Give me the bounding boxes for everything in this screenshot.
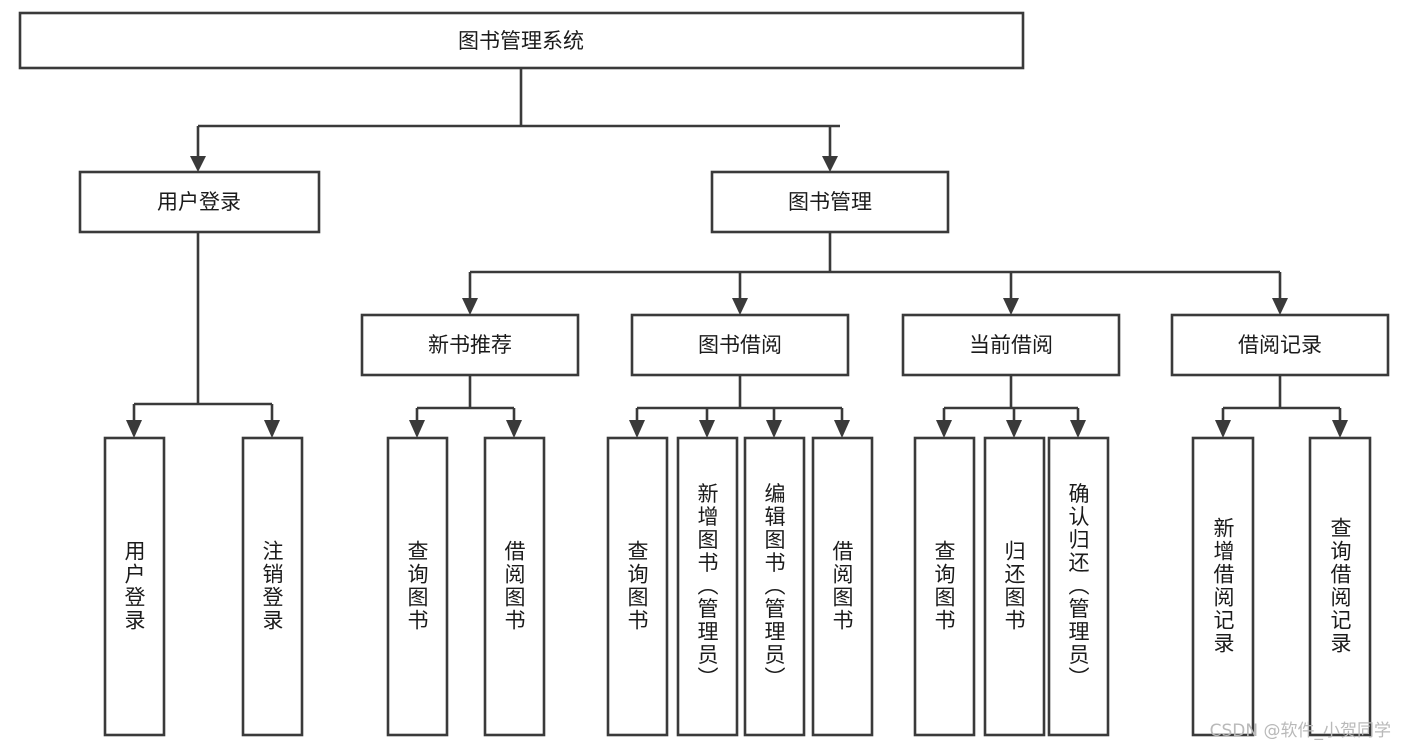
node-user-login-box[interactable] — [78, 170, 321, 234]
leaf-user-login-1-label: 注销登录 — [260, 540, 284, 632]
leaf-current-borrow-0-label: 查询图书 — [932, 540, 956, 632]
node-new-book-recommend-label: 新书推荐 — [428, 333, 512, 357]
leaf-user-login-1-box[interactable] — [241, 436, 304, 737]
leaf-borrow-record-0-box[interactable] — [1191, 436, 1255, 737]
leaf-user-login-1[interactable]: 注销登录 — [241, 436, 304, 737]
arrow-bookmgmt-c1 — [732, 298, 748, 315]
leaf-book-borrow-2-label: 编辑图书（管理员） — [762, 483, 786, 690]
arrow-userlogin-leaf0 — [126, 420, 142, 438]
node-book-management-box[interactable] — [710, 170, 950, 234]
node-book-management[interactable]: 图书管理 — [710, 170, 950, 234]
leaf-user-login-0-label: 用户登录 — [122, 540, 146, 632]
arrow-borrow-leaf2 — [766, 420, 782, 438]
arrow-current-leaf2 — [1070, 420, 1086, 438]
node-borrow-record-box[interactable] — [1170, 313, 1390, 377]
arrow-current-leaf1 — [1006, 420, 1022, 438]
leaf-book-borrow-0-label: 查询图书 — [625, 540, 649, 632]
leaf-user-login-0-box[interactable] — [103, 436, 166, 737]
arrow-to-userlogin — [190, 156, 206, 172]
leaf-book-borrow-2-box[interactable] — [743, 436, 806, 737]
leaf-book-borrow-0-box[interactable] — [606, 436, 669, 737]
leaf-book-borrow-3[interactable]: 借阅图书 — [811, 436, 874, 737]
leaf-book-borrow-2[interactable]: 编辑图书（管理员） — [743, 436, 806, 737]
leaf-new-book-0-label: 查询图书 — [405, 540, 429, 632]
leaf-book-borrow-3-box[interactable] — [811, 436, 874, 737]
leaf-borrow-record-1[interactable]: 查询借阅记录 — [1308, 436, 1372, 737]
arrow-borrow-leaf3 — [834, 420, 850, 438]
leaf-book-borrow-1-label: 新增图书（管理员） — [695, 483, 719, 690]
leaf-book-borrow-0[interactable]: 查询图书 — [606, 436, 669, 737]
arrow-current-leaf0 — [936, 420, 952, 438]
node-current-borrow-box[interactable] — [901, 313, 1121, 377]
leaf-new-book-0[interactable]: 查询图书 — [386, 436, 449, 737]
arrow-newbook-leaf1 — [506, 420, 522, 438]
leaf-book-borrow-3-label: 借阅图书 — [830, 540, 854, 632]
leaf-current-borrow-1-box[interactable] — [983, 436, 1046, 737]
node-user-login-label: 用户登录 — [157, 190, 241, 214]
node-book-management-label: 图书管理 — [788, 190, 872, 214]
node-root[interactable]: 图书管理系统 — [18, 11, 1025, 70]
leaf-book-borrow-1[interactable]: 新增图书（管理员） — [676, 436, 739, 737]
leaf-book-borrow-1-box[interactable] — [676, 436, 739, 737]
leaf-current-borrow-2-box[interactable] — [1047, 436, 1110, 737]
node-root-box[interactable] — [18, 11, 1025, 70]
leaf-borrow-record-1-box[interactable] — [1308, 436, 1372, 737]
arrow-newbook-leaf0 — [409, 420, 425, 438]
node-current-borrow[interactable]: 当前借阅 — [901, 313, 1121, 377]
connector-layer — [126, 68, 1348, 438]
leaf-user-login-0[interactable]: 用户登录 — [103, 436, 166, 737]
leaf-borrow-record-1-label: 查询借阅记录 — [1328, 517, 1352, 655]
arrow-bookmgmt-c2 — [1003, 298, 1019, 315]
node-user-login[interactable]: 用户登录 — [78, 170, 321, 234]
leaf-new-book-1-label: 借阅图书 — [502, 540, 526, 632]
leaf-current-borrow-2-label: 确认归还（管理员） — [1066, 483, 1090, 690]
node-borrow-record[interactable]: 借阅记录 — [1170, 313, 1390, 377]
leaf-current-borrow-2[interactable]: 确认归还（管理员） — [1047, 436, 1110, 737]
arrow-to-bookmgmt — [822, 156, 838, 172]
leaf-new-book-1-box[interactable] — [483, 436, 546, 737]
arrow-borrow-leaf1 — [699, 420, 715, 438]
arrow-bookmgmt-c3 — [1272, 298, 1288, 315]
arrow-borrow-leaf0 — [629, 420, 645, 438]
node-book-borrow-box[interactable] — [630, 313, 850, 377]
node-root-label: 图书管理系统 — [458, 29, 584, 53]
node-book-borrow-label: 图书借阅 — [698, 333, 782, 357]
leaf-current-borrow-0-box[interactable] — [913, 436, 976, 737]
arrow-userlogin-leaf1 — [264, 420, 280, 438]
leaf-current-borrow-0[interactable]: 查询图书 — [913, 436, 976, 737]
node-book-borrow[interactable]: 图书借阅 — [630, 313, 850, 377]
leaf-current-borrow-1-label: 归还图书 — [1002, 540, 1026, 632]
leaf-borrow-record-0-label: 新增借阅记录 — [1211, 517, 1235, 655]
node-current-borrow-label: 当前借阅 — [969, 333, 1053, 357]
arrow-record-leaf1 — [1332, 420, 1348, 438]
leaf-current-borrow-1[interactable]: 归还图书 — [983, 436, 1046, 737]
leaf-borrow-record-0[interactable]: 新增借阅记录 — [1191, 436, 1255, 737]
leaf-new-book-0-box[interactable] — [386, 436, 449, 737]
node-borrow-record-label: 借阅记录 — [1238, 333, 1322, 357]
leaf-new-book-1[interactable]: 借阅图书 — [483, 436, 546, 737]
node-new-book-recommend[interactable]: 新书推荐 — [360, 313, 580, 377]
arrow-record-leaf0 — [1215, 420, 1231, 438]
arrow-bookmgmt-c0 — [462, 298, 478, 315]
node-new-book-recommend-box[interactable] — [360, 313, 580, 377]
